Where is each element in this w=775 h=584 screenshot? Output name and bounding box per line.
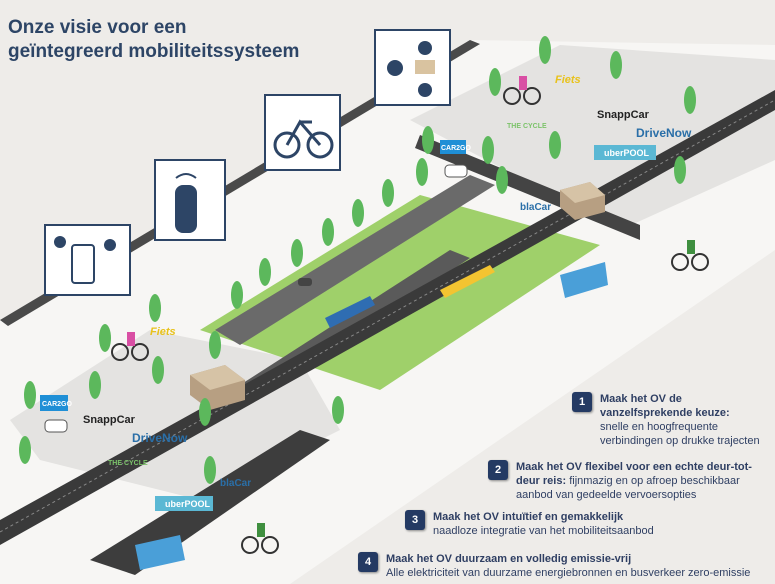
snappcar-logo: SnappCar — [83, 414, 136, 426]
point-text: snelle en hoogfrequente verbindingen op … — [600, 421, 760, 447]
transport-modes-tile — [44, 224, 131, 296]
uberpool-logo: uberPOOL — [604, 148, 650, 158]
snappcar-logo: SnappCar — [597, 109, 650, 121]
bus — [135, 535, 185, 570]
fiets-logo: Fiets — [555, 74, 581, 86]
point-number: 2 — [488, 460, 508, 480]
smart-card-tile — [154, 159, 226, 241]
fiets-logo: Fiets — [150, 326, 176, 338]
car — [298, 278, 312, 286]
cyclist — [241, 523, 279, 554]
drivenow-logo: DriveNow — [132, 431, 188, 445]
point-number: 4 — [358, 552, 378, 572]
district-right — [410, 45, 775, 230]
bicycle-tile — [264, 94, 341, 171]
point-text: Alle elektriciteit van duurzame energieb… — [386, 567, 751, 579]
title-line: geïntegreerd mobiliteitssysteem — [8, 41, 300, 62]
page-title: Onze visie voor een geïntegreerd mobilit… — [8, 16, 299, 64]
mobility-hub-tile — [374, 29, 451, 106]
point-heading: Maak het OV de vanzelfsprekende keuze: — [600, 393, 730, 419]
cyclist — [111, 332, 149, 361]
uberpool-logo: uberPOOL — [165, 499, 211, 509]
point-1: 1 Maak het OV de vanzelfsprekende keuze:… — [572, 392, 772, 448]
point-text: naadloze integratie van het mobiliteitsa… — [433, 525, 654, 537]
point-heading: Maak het OV flexibel voor een echte deur… — [516, 461, 752, 487]
tram — [325, 296, 375, 328]
thecycle-logo: THE CYCLE — [108, 460, 148, 467]
point-number: 3 — [405, 510, 425, 530]
train — [440, 265, 495, 298]
trees — [19, 36, 696, 484]
cyclist — [503, 76, 541, 105]
cyclist — [671, 240, 709, 271]
bus — [560, 262, 608, 298]
point-3: 3 Maak het OV intuïtief en gemakkelijk na… — [405, 510, 745, 538]
car — [444, 164, 468, 178]
car2go-logo: CAR2GO — [441, 145, 472, 152]
road — [215, 175, 495, 345]
blablacar-logo: blaCar — [520, 202, 551, 213]
point-heading: Maak het OV intuïtief en gemakkelijk — [433, 511, 624, 523]
car — [44, 419, 68, 433]
point-text: fijnmazig en op afroep beschikbaar aanbo… — [516, 475, 740, 501]
point-heading: Maak het OV duurzaam en volledig emissie… — [386, 553, 632, 565]
blablacar-logo: blaCar — [220, 478, 251, 489]
point-number: 1 — [572, 392, 592, 412]
title-line: Onze visie voor een — [8, 17, 187, 38]
car2go-logo: CAR2GO — [42, 401, 73, 408]
point-4: 4 Maak het OV duurzaam en volledig emiss… — [358, 552, 775, 580]
drivenow-logo: DriveNow — [636, 126, 692, 140]
thecycle-logo: THE CYCLE — [507, 123, 547, 130]
station-building — [560, 182, 605, 220]
point-2: 2 Maak het OV flexibel voor een echte de… — [488, 460, 773, 502]
